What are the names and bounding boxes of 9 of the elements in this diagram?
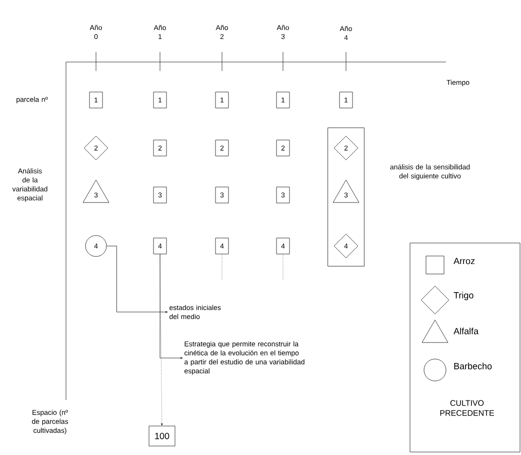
group-frame bbox=[328, 128, 364, 266]
connector-arrow bbox=[106, 246, 168, 313]
legend-text: Barbecho bbox=[454, 362, 492, 370]
legend-text: Trigo bbox=[454, 292, 474, 300]
legend-title: CULTIVO PRECEDENTE bbox=[440, 400, 494, 416]
legend-text: Alfalfa bbox=[454, 328, 479, 334]
square-box: 100 bbox=[148, 426, 176, 446]
legend-text: Arroz bbox=[454, 258, 475, 264]
connector-arrow bbox=[160, 254, 183, 359]
